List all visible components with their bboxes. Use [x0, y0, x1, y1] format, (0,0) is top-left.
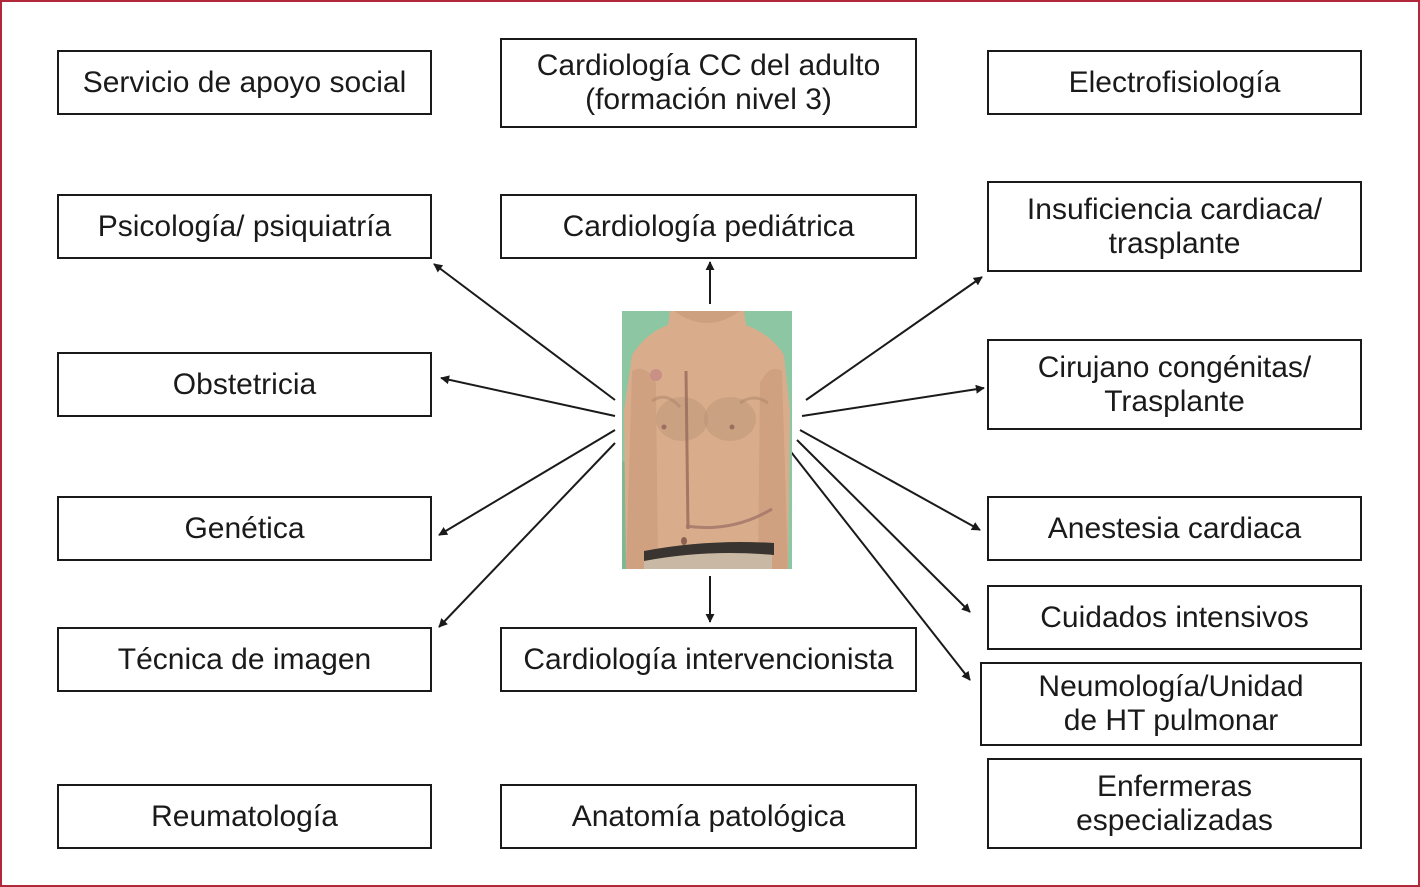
box-anatomia-patologica: Anatomía patológica: [500, 784, 917, 849]
box-cardiologia-intervencionista: Cardiología intervencionista: [500, 627, 917, 692]
arrow-to-imaging: [438, 442, 616, 628]
box-psicologia-psiquiatria: Psicología/ psiquiatría: [57, 194, 432, 259]
box-cardiologia-cc-adulto: Cardiología CC del adulto (formación niv…: [500, 38, 917, 128]
box-cardiologia-intervencionista-line-1: Cardiología intervencionista: [523, 642, 894, 676]
box-cirujano-congenitas-line-1: Cirujano congénitas/: [1037, 350, 1312, 384]
box-genetica: Genética: [57, 496, 432, 561]
box-cuidados-intensivos: Cuidados intensivos: [987, 585, 1362, 650]
box-cirujano-congenitas: Cirujano congénitas/ Trasplante: [987, 339, 1362, 430]
box-anestesia-cardiaca-line-1: Anestesia cardiaca: [1047, 511, 1302, 545]
arrow-to-surgeon: [801, 384, 985, 417]
box-enfermeras-especializadas-line-2: especializadas: [1076, 803, 1273, 837]
box-cardiologia-cc-adulto-line-2: (formación nivel 3): [585, 83, 832, 116]
box-cardiologia-cc-adulto-line-1: Cardiología CC del adulto: [536, 49, 881, 82]
patient-torso-photo: [622, 311, 792, 569]
box-cardiologia-pediatrica-line-1: Cardiología pediátrica: [562, 209, 855, 243]
box-neumologia-line-1: Neumología/Unidad: [1038, 670, 1304, 703]
box-anatomia-patologica-line-1: Anatomía patológica: [571, 799, 846, 833]
box-insuficiencia-cardiaca: Insuficiencia cardiaca/ trasplante: [987, 181, 1362, 272]
box-obstetricia-line-1: Obstetricia: [172, 367, 317, 401]
box-obstetricia: Obstetricia: [57, 352, 432, 417]
box-anestesia-cardiaca: Anestesia cardiaca: [987, 496, 1362, 561]
box-reumatologia: Reumatología: [57, 784, 432, 849]
box-reumatologia-line-1: Reumatología: [151, 799, 338, 833]
box-electrofisiologia-line-1: Electrofisiología: [1068, 65, 1281, 99]
arrow-to-obstetrics: [440, 375, 616, 417]
box-neumologia: Neumología/Unidad de HT pulmonar: [980, 662, 1362, 746]
box-cirujano-congenitas-line-2: Trasplante: [1104, 384, 1245, 418]
box-psicologia-psiquiatria-line-1: Psicología/ psiquiatría: [97, 209, 392, 243]
box-enfermeras-especializadas: Enfermeras especializadas: [987, 758, 1362, 849]
box-insuficiencia-cardiaca-line-1: Insuficiencia cardiaca/: [1026, 192, 1323, 226]
box-cardiologia-pediatrica: Cardiología pediátrica: [500, 194, 917, 259]
arrow-to-genetics: [438, 429, 616, 536]
box-electrofisiologia: Electrofisiología: [987, 50, 1362, 115]
box-tecnica-imagen: Técnica de imagen: [57, 627, 432, 692]
box-genetica-line-1: Genética: [184, 511, 305, 545]
box-neumologia-line-2: de HT pulmonar: [1063, 704, 1279, 737]
box-servicio-apoyo-social-line-1: Servicio de apoyo social: [82, 65, 407, 99]
box-tecnica-imagen-line-1: Técnica de imagen: [117, 642, 372, 676]
box-insuficiencia-cardiaca-line-2: trasplante: [1108, 226, 1241, 260]
box-servicio-apoyo-social: Servicio de apoyo social: [57, 50, 432, 115]
arrow-to-psych: [433, 263, 616, 401]
box-enfermeras-especializadas-line-1: Enfermeras: [1096, 769, 1253, 803]
box-cuidados-intensivos-line-1: Cuidados intensivos: [1040, 600, 1309, 634]
arrow-to-intensive: [796, 439, 971, 613]
arrow-to-heart-failure: [805, 276, 983, 401]
arrow-to-anesthesia: [799, 429, 981, 531]
arrow-to-pneumo: [790, 451, 971, 681]
